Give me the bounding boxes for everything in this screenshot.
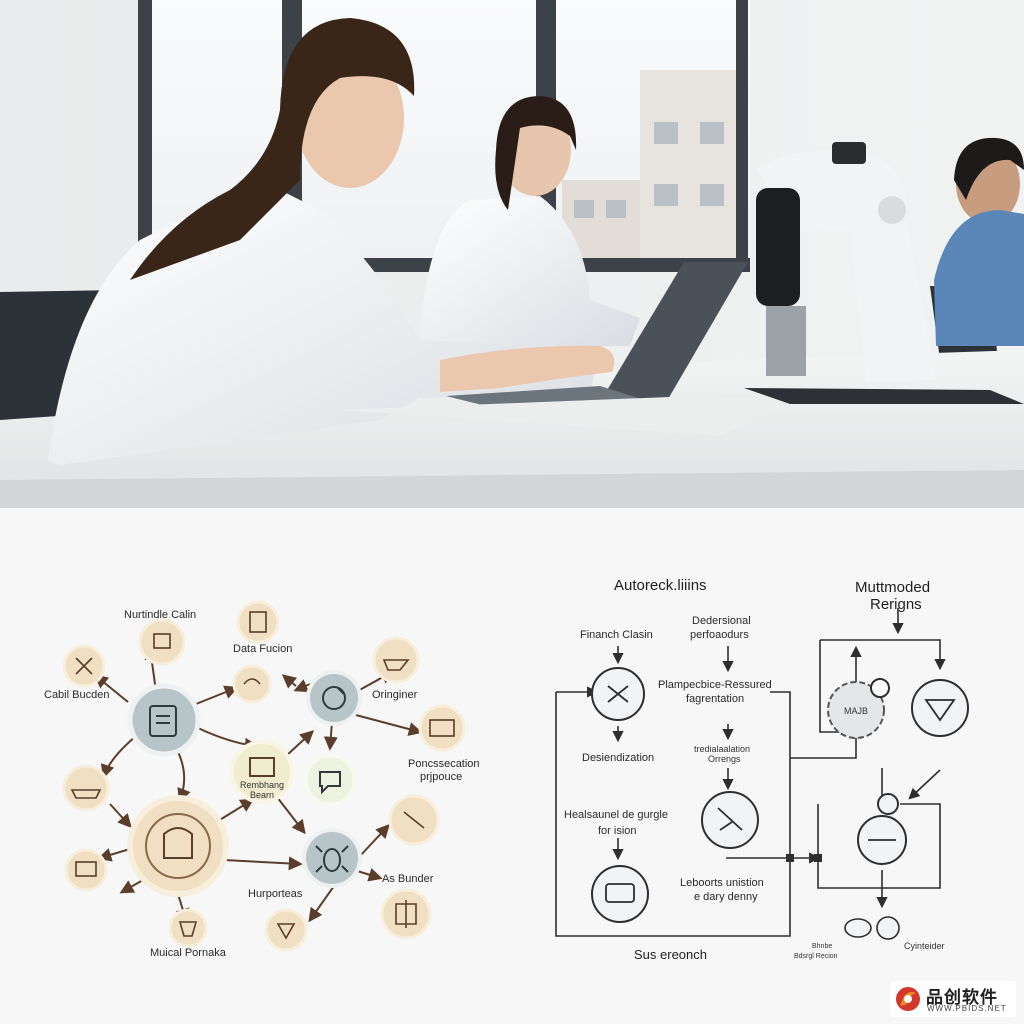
- watermark-name: 品创软件: [926, 988, 998, 1008]
- flow-lebo-1: Leboorts unistion: [680, 877, 764, 889]
- node-bug: [302, 828, 362, 888]
- node-large-center: [127, 795, 229, 897]
- flow-plampecbice-2: fagrentation: [686, 693, 744, 705]
- flow-tredia-1: tredialaalation: [694, 744, 750, 754]
- microscope-eyepiece: [756, 188, 800, 306]
- flow-dedersional-2: perfoaodurs: [690, 629, 749, 641]
- flow-sus: Sus ereonch: [634, 947, 707, 962]
- flow-lebo-2: e dary denny: [694, 891, 758, 903]
- flow-bottom-left-2: Bdsrgl Recion: [794, 953, 838, 960]
- small-node-icons: [70, 611, 455, 940]
- label-originer: Oringiner: [372, 689, 418, 701]
- label-fusion: Data Fucion: [233, 643, 292, 655]
- junction-dot: [786, 854, 794, 862]
- node-chat: [304, 754, 356, 806]
- person-front-hands: [440, 345, 615, 392]
- person-front-hair: [130, 18, 415, 280]
- label-bunder: As Bunder: [382, 873, 434, 885]
- label-cabil: Cabil Bucden: [44, 689, 109, 701]
- label-musical: Muical Pornaka: [150, 947, 227, 959]
- watermark-url: WWW.PBIDS.NET: [927, 1004, 1007, 1013]
- microscope-top: [832, 142, 866, 164]
- brand-swirl-icon: [896, 987, 920, 1011]
- flowchart: MAJB Autoreck.liiins Muttmoded Rerigns F…: [555, 577, 969, 962]
- node-refresh: [306, 670, 362, 726]
- person-back-hair: [495, 96, 577, 210]
- person-right-shirt: [934, 210, 1024, 346]
- building-outside: [640, 70, 736, 258]
- svg-text:MAJB: MAJB: [844, 706, 868, 716]
- person-right-hair: [954, 137, 1024, 200]
- small-flow-icons: [844, 916, 900, 940]
- flow-bottom-left-1: Bhnbe: [812, 943, 832, 950]
- label-procuce-1: Poncssecation: [408, 758, 480, 770]
- window-frame-left: [138, 0, 152, 268]
- flow-bottom-right: Cyinteider: [904, 941, 945, 951]
- flow-tredia-2: Orrengs: [708, 754, 741, 764]
- flow-title-left: Autoreck.liiins: [614, 577, 707, 594]
- paper-on-desk: [340, 394, 800, 436]
- diagram-panel: Rembhang Bearn: [0, 508, 1024, 1024]
- flow-node-icons: [605, 685, 956, 903]
- label-procuce-2: prjpouce: [420, 771, 462, 783]
- lab-photo: [0, 0, 1024, 508]
- label-hurporteas: Hurporteas: [248, 888, 303, 900]
- person-back-coat: [420, 196, 640, 348]
- desk-edge: [0, 470, 1024, 508]
- flow-title-right-1: Muttmoded: [855, 579, 930, 596]
- flow-dedersional-1: Dedersional: [692, 615, 751, 627]
- svg-text:Bearn: Bearn: [250, 790, 274, 800]
- building-windows: [574, 122, 724, 218]
- window-frame-right: [736, 0, 748, 268]
- flow-heals-2: for ision: [598, 825, 637, 837]
- junction-dot-2: [814, 854, 822, 862]
- flow-heals-1: Healsaunel de gurgle: [564, 809, 668, 821]
- gear-node: MAJB: [827, 678, 890, 739]
- microscope-lens: [766, 306, 806, 376]
- flow-title-right-2: Rerigns: [870, 596, 922, 613]
- flow-plampecbice-1: Plampecbice-Ressured: [658, 679, 772, 691]
- microscope-base: [744, 388, 1024, 404]
- node-document: [127, 683, 201, 757]
- network-diagram: Rembhang Bearn: [44, 600, 480, 959]
- laptop-screen: [600, 262, 748, 406]
- label-nurture: Nurtindle Calin: [124, 609, 196, 621]
- node-box: Rembhang Bearn: [230, 740, 294, 804]
- flow-nodes: [591, 667, 969, 923]
- center-node-label: Rembhang: [240, 780, 284, 790]
- flow-financh: Financh Clasin: [580, 629, 653, 641]
- flow-desiendization: Desiendization: [582, 752, 654, 764]
- watermark-logo: 品创软件 WWW.PBIDS.NET: [890, 981, 1016, 1017]
- microscope-knob: [878, 196, 906, 224]
